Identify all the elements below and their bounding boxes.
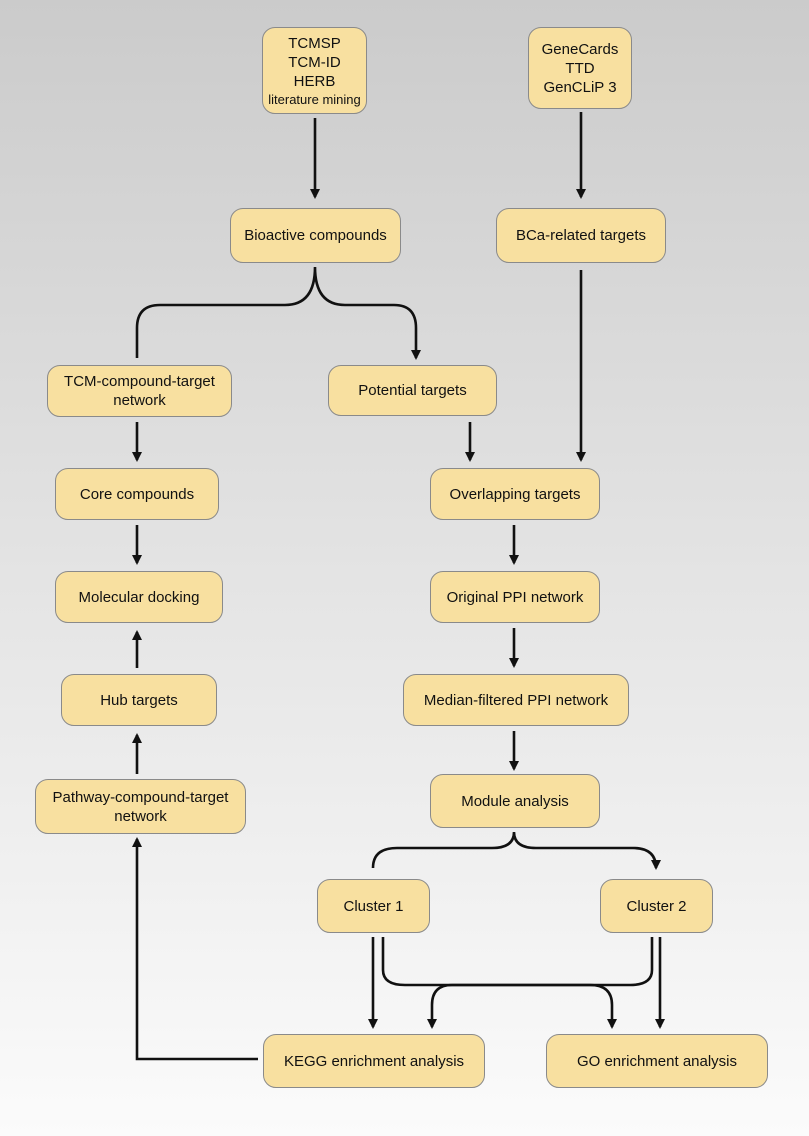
cluster-2-label: Cluster 2 bbox=[626, 897, 687, 915]
median-ppi-label: Median-filtered PPI network bbox=[423, 691, 609, 709]
median-filtered-ppi-network-node: Median-filtered PPI network bbox=[403, 674, 629, 726]
pathway-compound-target-network-node: Pathway-compound-target network bbox=[35, 779, 246, 834]
kegg-enrichment-node: KEGG enrichment analysis bbox=[263, 1034, 485, 1088]
original-ppi-network-node: Original PPI network bbox=[430, 571, 600, 623]
overlapping-targets-node: Overlapping targets bbox=[430, 468, 600, 520]
molecular-docking-node: Molecular docking bbox=[55, 571, 223, 623]
arrow-bioactive-branch bbox=[135, 266, 416, 358]
overlapping-targets-label: Overlapping targets bbox=[449, 485, 581, 503]
cluster-1-node: Cluster 1 bbox=[317, 879, 430, 933]
bioactive-compounds-label: Bioactive compounds bbox=[244, 227, 387, 244]
tcmsp-label: TCMSP bbox=[288, 34, 341, 52]
core-compounds-label: Core compounds bbox=[79, 485, 195, 503]
pathway-network-label-line1: Pathway-compound-target bbox=[52, 788, 229, 806]
module-analysis-node: Module analysis bbox=[430, 774, 600, 828]
pathway-network-label-line2: network bbox=[114, 807, 167, 825]
kegg-label: KEGG enrichment analysis bbox=[283, 1052, 465, 1070]
tcm-network-label-line2: network bbox=[113, 392, 166, 409]
bca-targets-label: BCa-related targets bbox=[515, 227, 647, 244]
hub-targets-node: Hub targets bbox=[61, 674, 217, 726]
bca-targets-node: BCa-related targets bbox=[496, 208, 666, 263]
ttd-label: TTD bbox=[565, 59, 595, 77]
hub-targets-label: Hub targets bbox=[100, 691, 178, 709]
arrow-cluster1-to-go bbox=[381, 937, 617, 1029]
tcm-network-label-line1: TCM-compound-target bbox=[64, 373, 215, 390]
molecular-docking-label: Molecular docking bbox=[78, 588, 200, 606]
genecards-label: GeneCards bbox=[541, 40, 619, 58]
literature-mining-label: literature mining bbox=[268, 91, 361, 107]
tcm-compound-target-network-node: TCM-compound-target network bbox=[47, 365, 232, 417]
cluster-1-label: Cluster 1 bbox=[343, 897, 404, 915]
bioactive-compounds-node: Bioactive compounds bbox=[230, 208, 401, 263]
herb-label: HERB bbox=[293, 72, 336, 90]
arrow-kegg-to-pathway bbox=[132, 837, 258, 1061]
potential-targets-label: Potential targets bbox=[358, 382, 467, 399]
go-label: GO enrichment analysis bbox=[576, 1052, 738, 1070]
gene-sources-node: GeneCards TTD GenCLiP 3 bbox=[528, 27, 632, 109]
go-enrichment-node: GO enrichment analysis bbox=[546, 1034, 768, 1088]
module-analysis-label: Module analysis bbox=[461, 792, 569, 810]
original-ppi-label: Original PPI network bbox=[446, 588, 584, 606]
genclip-label: GenCLiP 3 bbox=[543, 78, 617, 96]
cluster-2-node: Cluster 2 bbox=[600, 879, 713, 933]
potential-targets-node: Potential targets bbox=[328, 365, 497, 416]
tcm-sources-node: TCMSP TCM-ID HERB literature mining bbox=[262, 27, 367, 114]
tcm-id-label: TCM-ID bbox=[288, 53, 341, 71]
core-compounds-node: Core compounds bbox=[55, 468, 219, 520]
arrow-cluster2-to-kegg bbox=[427, 937, 654, 1029]
arrow-module-branch bbox=[371, 831, 656, 868]
